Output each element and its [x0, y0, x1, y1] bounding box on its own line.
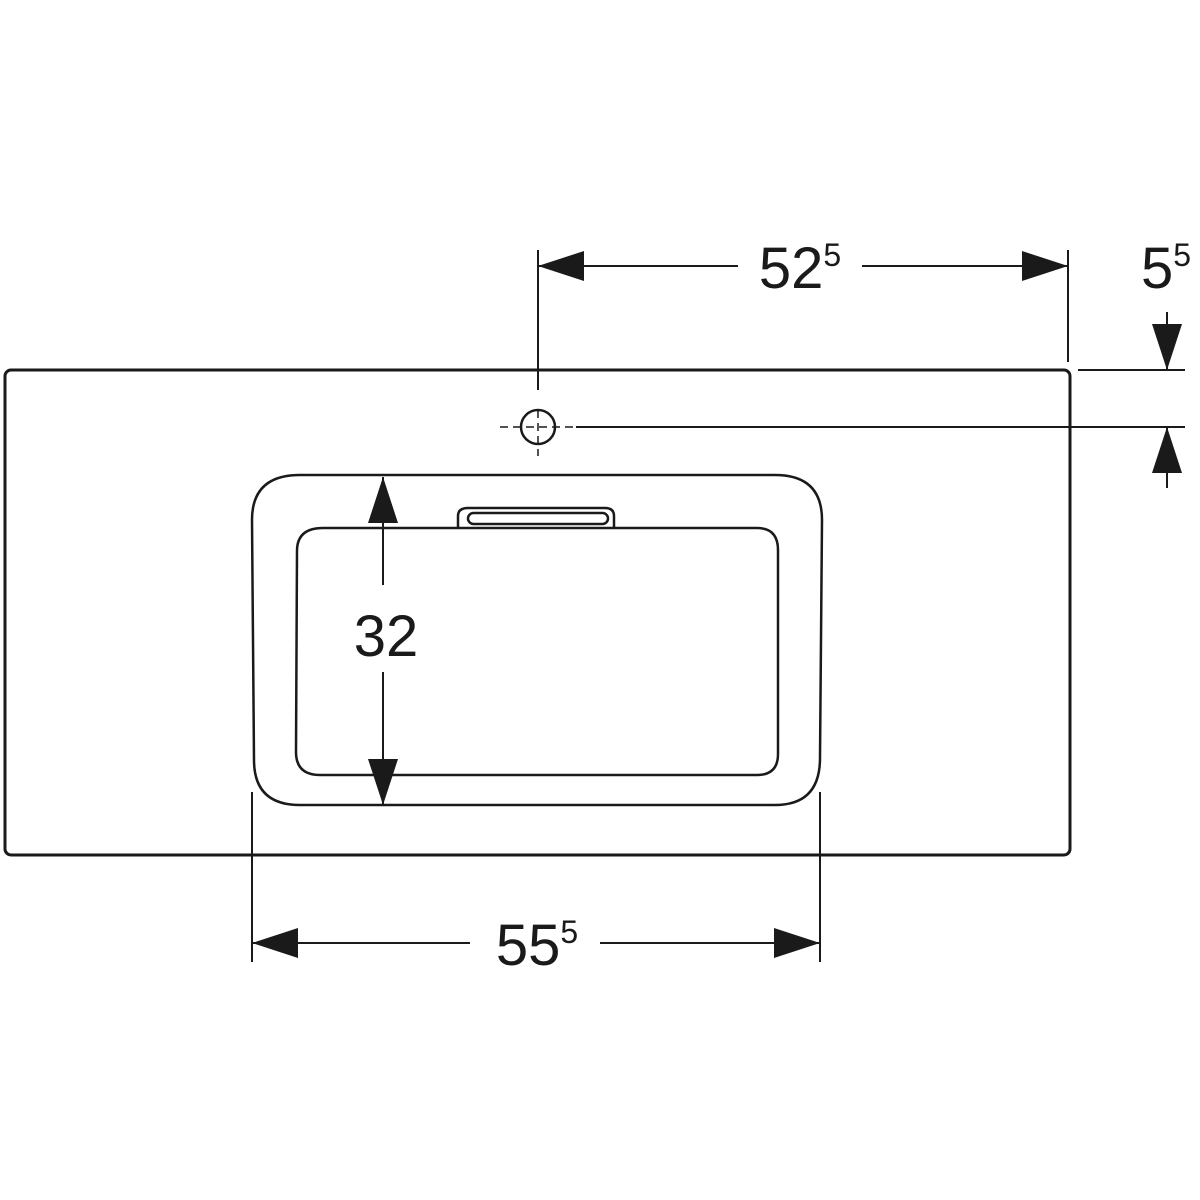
- dimension-basin-width: 555: [252, 913, 820, 978]
- dimension-label: 55: [1141, 236, 1191, 301]
- dimension-basin-depth: 32: [354, 477, 419, 805]
- dimension-tap-to-back-edge: 55: [1141, 236, 1191, 488]
- basin-outer-rim: [250, 473, 824, 807]
- dimension-tap-to-right-edge: 525: [538, 236, 1068, 301]
- dimension-label: 32: [354, 604, 419, 669]
- dimension-label: 555: [496, 913, 578, 978]
- tap-hole: [500, 250, 1185, 456]
- basin-inner-bowl: [294, 526, 780, 777]
- overflow-slot: [456, 506, 616, 528]
- dimension-label: 525: [759, 236, 841, 301]
